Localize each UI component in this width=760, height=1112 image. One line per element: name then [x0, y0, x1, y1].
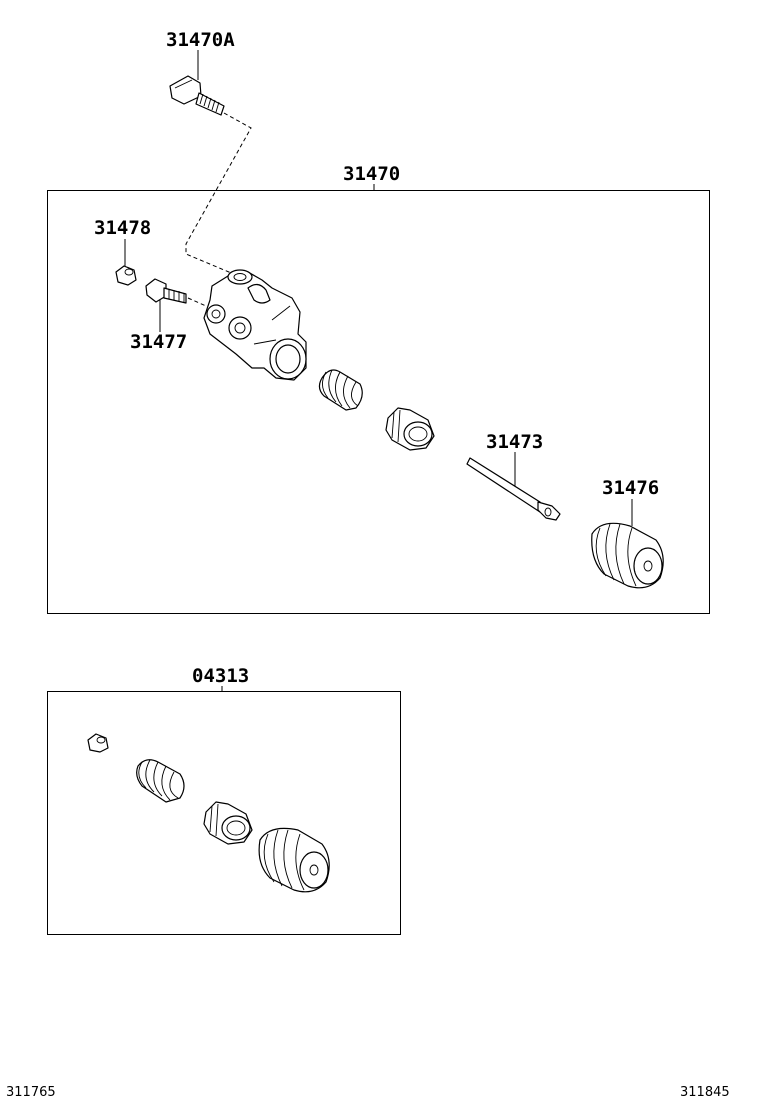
- footer-ref-right: 311845: [680, 1085, 730, 1100]
- piston-cup-assembly[interactable]: [385, 407, 435, 451]
- label-04313[interactable]: 04313: [192, 665, 249, 687]
- label-31476[interactable]: 31476: [602, 477, 659, 499]
- kit-boot[interactable]: [258, 827, 330, 893]
- kit-spring[interactable]: [136, 759, 185, 803]
- kit-frame-04313: [47, 691, 401, 935]
- label-31473[interactable]: 31473: [486, 431, 543, 453]
- assembly-frame-31470: [47, 190, 710, 614]
- bolt-install-path: [185, 112, 252, 276]
- boot-31476[interactable]: [591, 522, 664, 589]
- leader-lines: [124, 50, 633, 692]
- kit-piston-cup[interactable]: [203, 801, 253, 845]
- bleeder-cap-31478[interactable]: [115, 265, 137, 286]
- bolt-31470A[interactable]: [169, 75, 225, 116]
- cylinder-body[interactable]: [203, 269, 307, 381]
- label-31470[interactable]: 31470: [343, 163, 400, 185]
- label-31470A[interactable]: 31470A: [166, 29, 235, 51]
- spring-assembly[interactable]: [318, 369, 363, 411]
- push-rod-31473[interactable]: [466, 457, 561, 521]
- label-31478[interactable]: 31478: [94, 217, 151, 239]
- label-31477[interactable]: 31477: [130, 331, 187, 353]
- kit-bleeder-cap[interactable]: [87, 733, 109, 753]
- bleeder-plug-31477[interactable]: [145, 278, 207, 307]
- footer-ref-left: 311765: [6, 1085, 56, 1100]
